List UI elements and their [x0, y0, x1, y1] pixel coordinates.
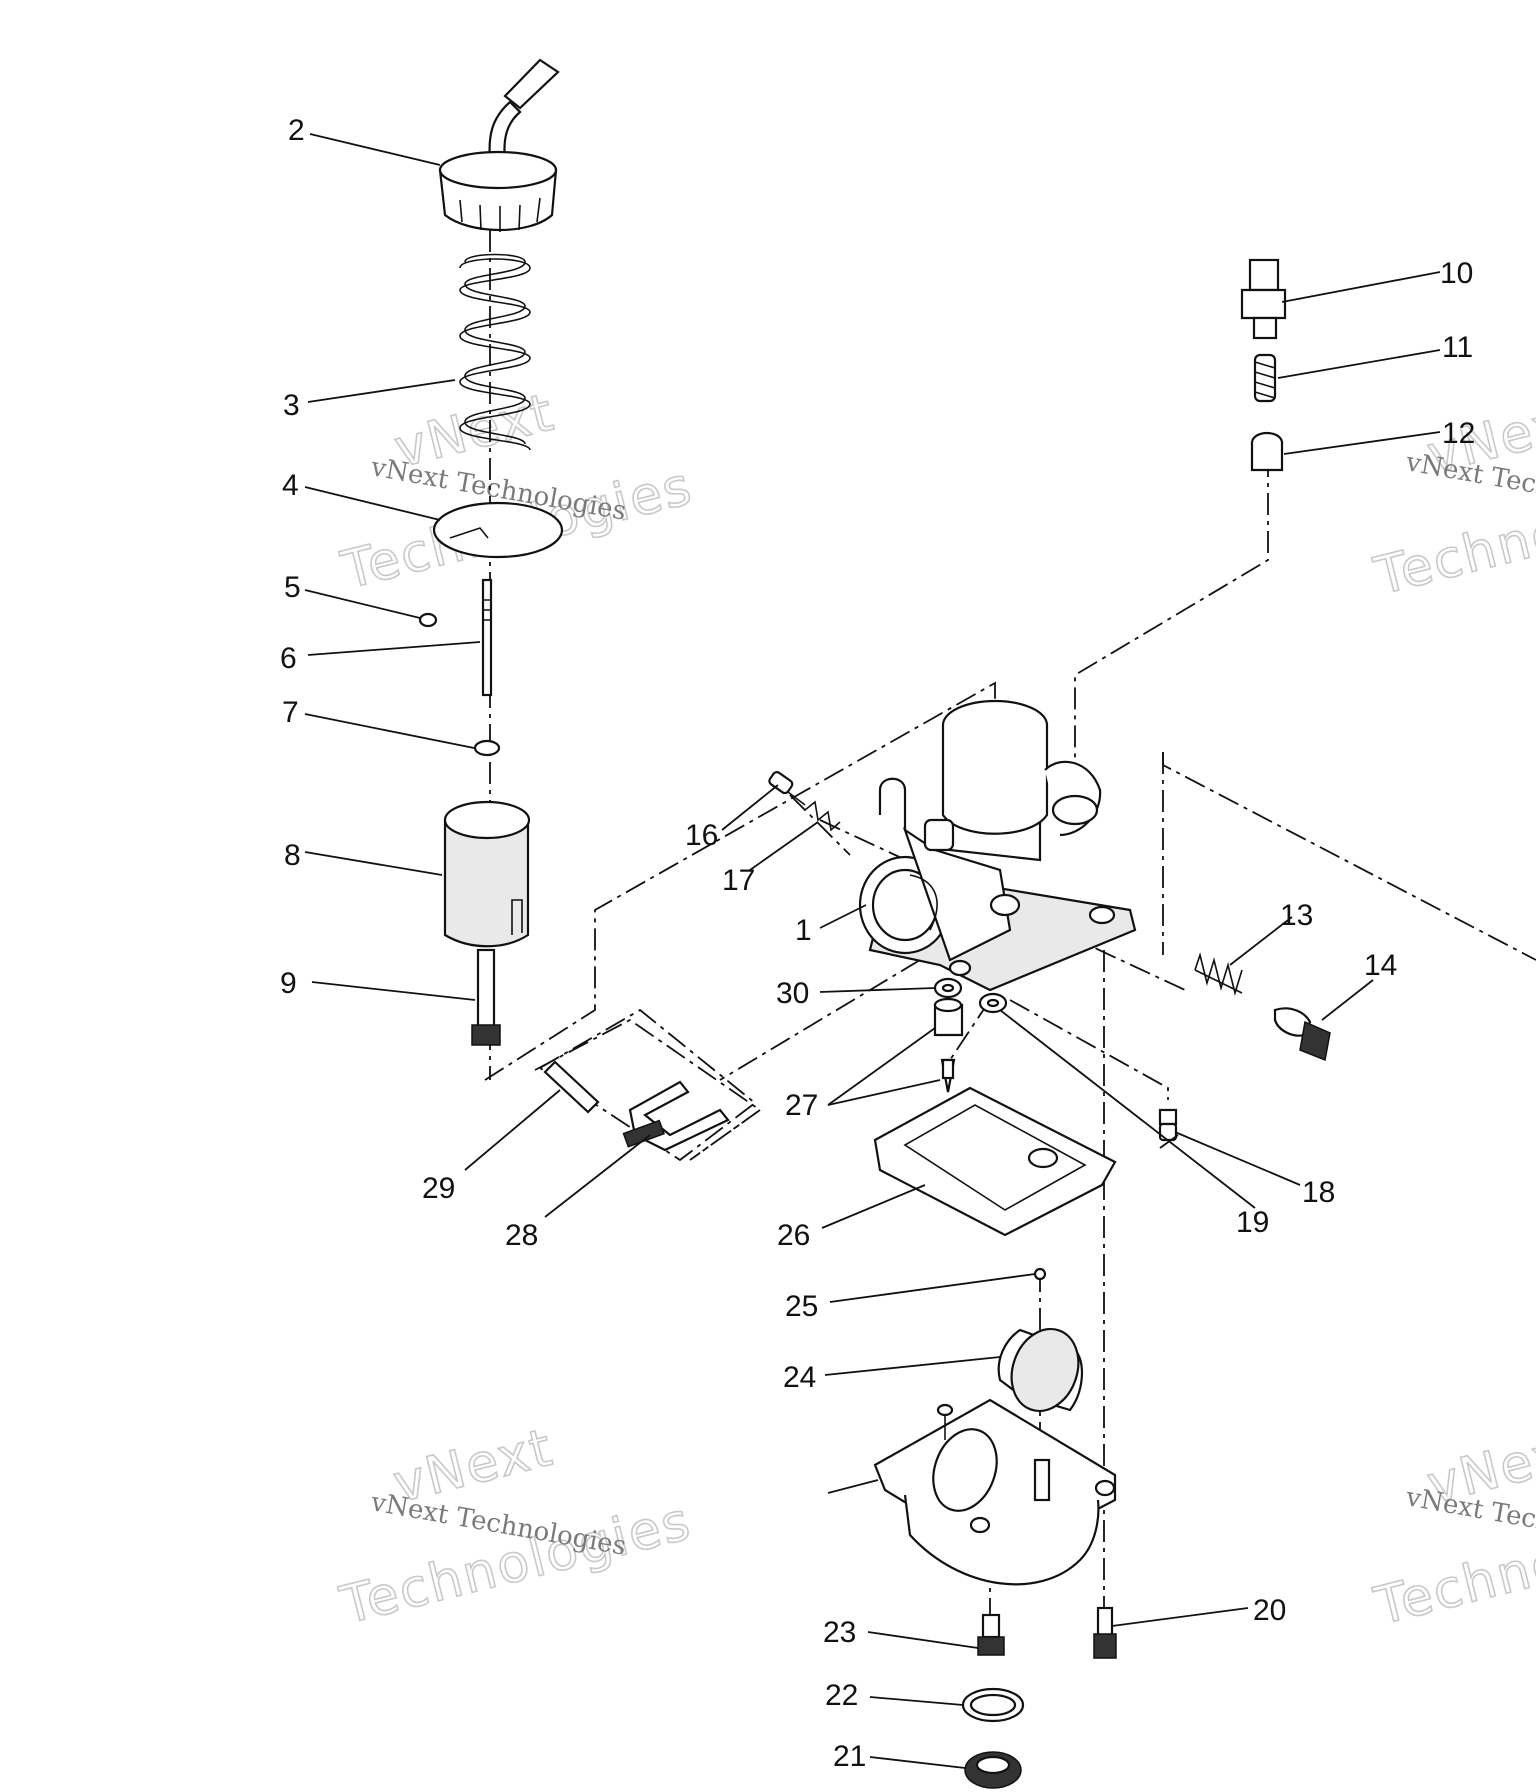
callout-28: 28 [505, 1219, 538, 1252]
callout-3: 3 [283, 389, 300, 422]
callout-22: 22 [825, 1679, 858, 1712]
callout-7: 7 [282, 696, 299, 729]
part-13-spring [1194, 952, 1243, 996]
callout-23: 23 [823, 1616, 856, 1649]
part-23-drain-screw [977, 1613, 1005, 1656]
part-5-clip [418, 612, 438, 628]
part-20-screw [1093, 1606, 1117, 1659]
callout-10: 10 [1440, 257, 1473, 290]
part-12-plunger [1250, 431, 1284, 472]
part-16-screw [768, 771, 806, 806]
callout-30: 30 [776, 977, 809, 1010]
part-float-bowl [873, 1398, 1117, 1586]
callout-8: 8 [284, 839, 301, 872]
part-10-fitting [1240, 258, 1287, 340]
callout-27: 27 [785, 1089, 818, 1122]
part-11-spring [1253, 353, 1277, 403]
callout-20: 20 [1253, 1594, 1286, 1627]
callout-24: 24 [783, 1361, 816, 1394]
part-9-needle-jet [471, 948, 501, 1046]
part-28-float-arm [622, 1080, 730, 1152]
part-4-retainer-plate [432, 501, 564, 559]
part-6-jet-needle [481, 578, 493, 697]
leader-lines [304, 133, 1441, 1769]
callout-16: 16 [685, 819, 718, 852]
part-24-float [997, 1327, 1084, 1413]
part-26-gasket [873, 1086, 1117, 1237]
callout-17: 17 [722, 864, 755, 897]
callout-numbers: 2 3 4 5 6 7 8 9 10 11 12 13 14 16 17 1 3… [280, 114, 1475, 1773]
part-17-spring [804, 800, 841, 832]
callout-14: 14 [1364, 949, 1397, 982]
part-18-plug [1158, 1108, 1178, 1142]
part-1-carburetor-body [858, 699, 1137, 992]
callout-25: 25 [785, 1290, 818, 1323]
callout-11: 11 [1442, 331, 1473, 364]
callout-13: 13 [1280, 899, 1313, 932]
part-30-washer [933, 977, 963, 999]
callout-4: 4 [282, 469, 299, 502]
callout-18: 18 [1302, 1176, 1335, 1209]
part-27-float-valve [933, 997, 964, 1093]
callout-1: 1 [795, 914, 812, 947]
part-2-cap [438, 58, 560, 232]
callout-2: 2 [288, 114, 305, 147]
part-8-throttle-valve [443, 800, 531, 948]
callout-12: 12 [1442, 417, 1475, 450]
callout-19: 19 [1236, 1206, 1269, 1239]
callout-9: 9 [280, 967, 297, 1000]
callout-6: 6 [280, 642, 297, 675]
callout-26: 26 [777, 1219, 810, 1252]
callout-21: 21 [833, 1740, 866, 1773]
callout-5: 5 [284, 571, 301, 604]
part-25-pin [1033, 1267, 1047, 1281]
part-21-plug [964, 1751, 1022, 1789]
part-22-o-ring [961, 1687, 1025, 1723]
part-29-pin [543, 1060, 600, 1114]
part-19-washer [978, 992, 1008, 1014]
part-7-washer [473, 739, 501, 757]
part-3-spring [459, 253, 531, 451]
callout-29: 29 [422, 1172, 455, 1205]
part-14-adjust-screw [1273, 1007, 1331, 1062]
